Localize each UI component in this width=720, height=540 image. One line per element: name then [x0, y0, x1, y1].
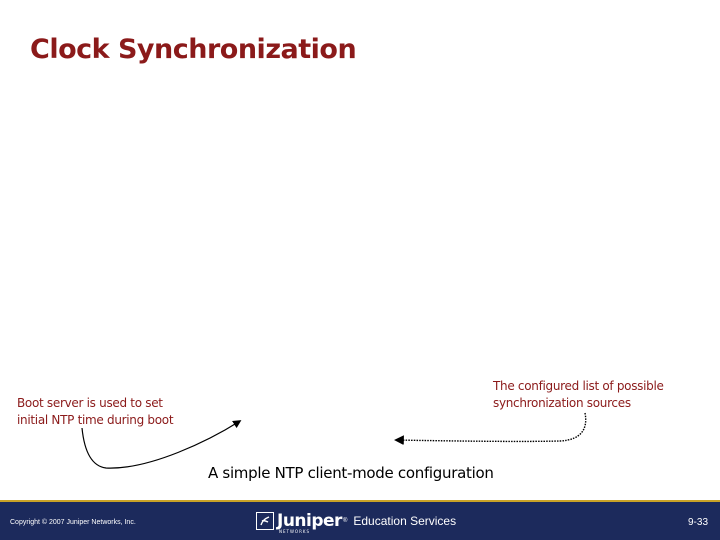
sync-sources-arrow [394, 412, 587, 446]
copyright-text: Copyright © 2007 Juniper Networks, Inc. [10, 519, 136, 526]
juniper-logo-icon [256, 512, 274, 530]
figure-caption: A simple NTP client-mode configuration [208, 464, 494, 482]
boot-server-arrow [81, 420, 242, 469]
callout-sync-sources: The configured list of possible synchron… [493, 378, 664, 412]
footer-rule [0, 500, 720, 502]
callout-sync-sources-line2: synchronization sources [493, 396, 631, 410]
brand-subtitle: NETWORKS [279, 529, 311, 534]
brand-name: Juniper NETWORKS [277, 511, 342, 534]
callout-boot-server-line2: initial NTP time during boot [17, 413, 174, 427]
callout-boot-server-line1: Boot server is used to set [17, 396, 163, 410]
page-number: 9-33 [687, 517, 708, 528]
callout-boot-server: Boot server is used to set initial NTP t… [17, 395, 174, 429]
slide-title: Clock Synchronization [30, 34, 357, 65]
brand-lockup: Juniper NETWORKS ® Education Services [256, 509, 457, 534]
trademark-symbol: ® [342, 518, 348, 524]
education-services-label: Education Services [353, 514, 457, 528]
callout-sync-sources-line1: The configured list of possible [493, 379, 664, 393]
brand-wordmark: Juniper [277, 511, 342, 531]
footer-bar: Copyright © 2007 Juniper Networks, Inc. … [0, 500, 720, 540]
